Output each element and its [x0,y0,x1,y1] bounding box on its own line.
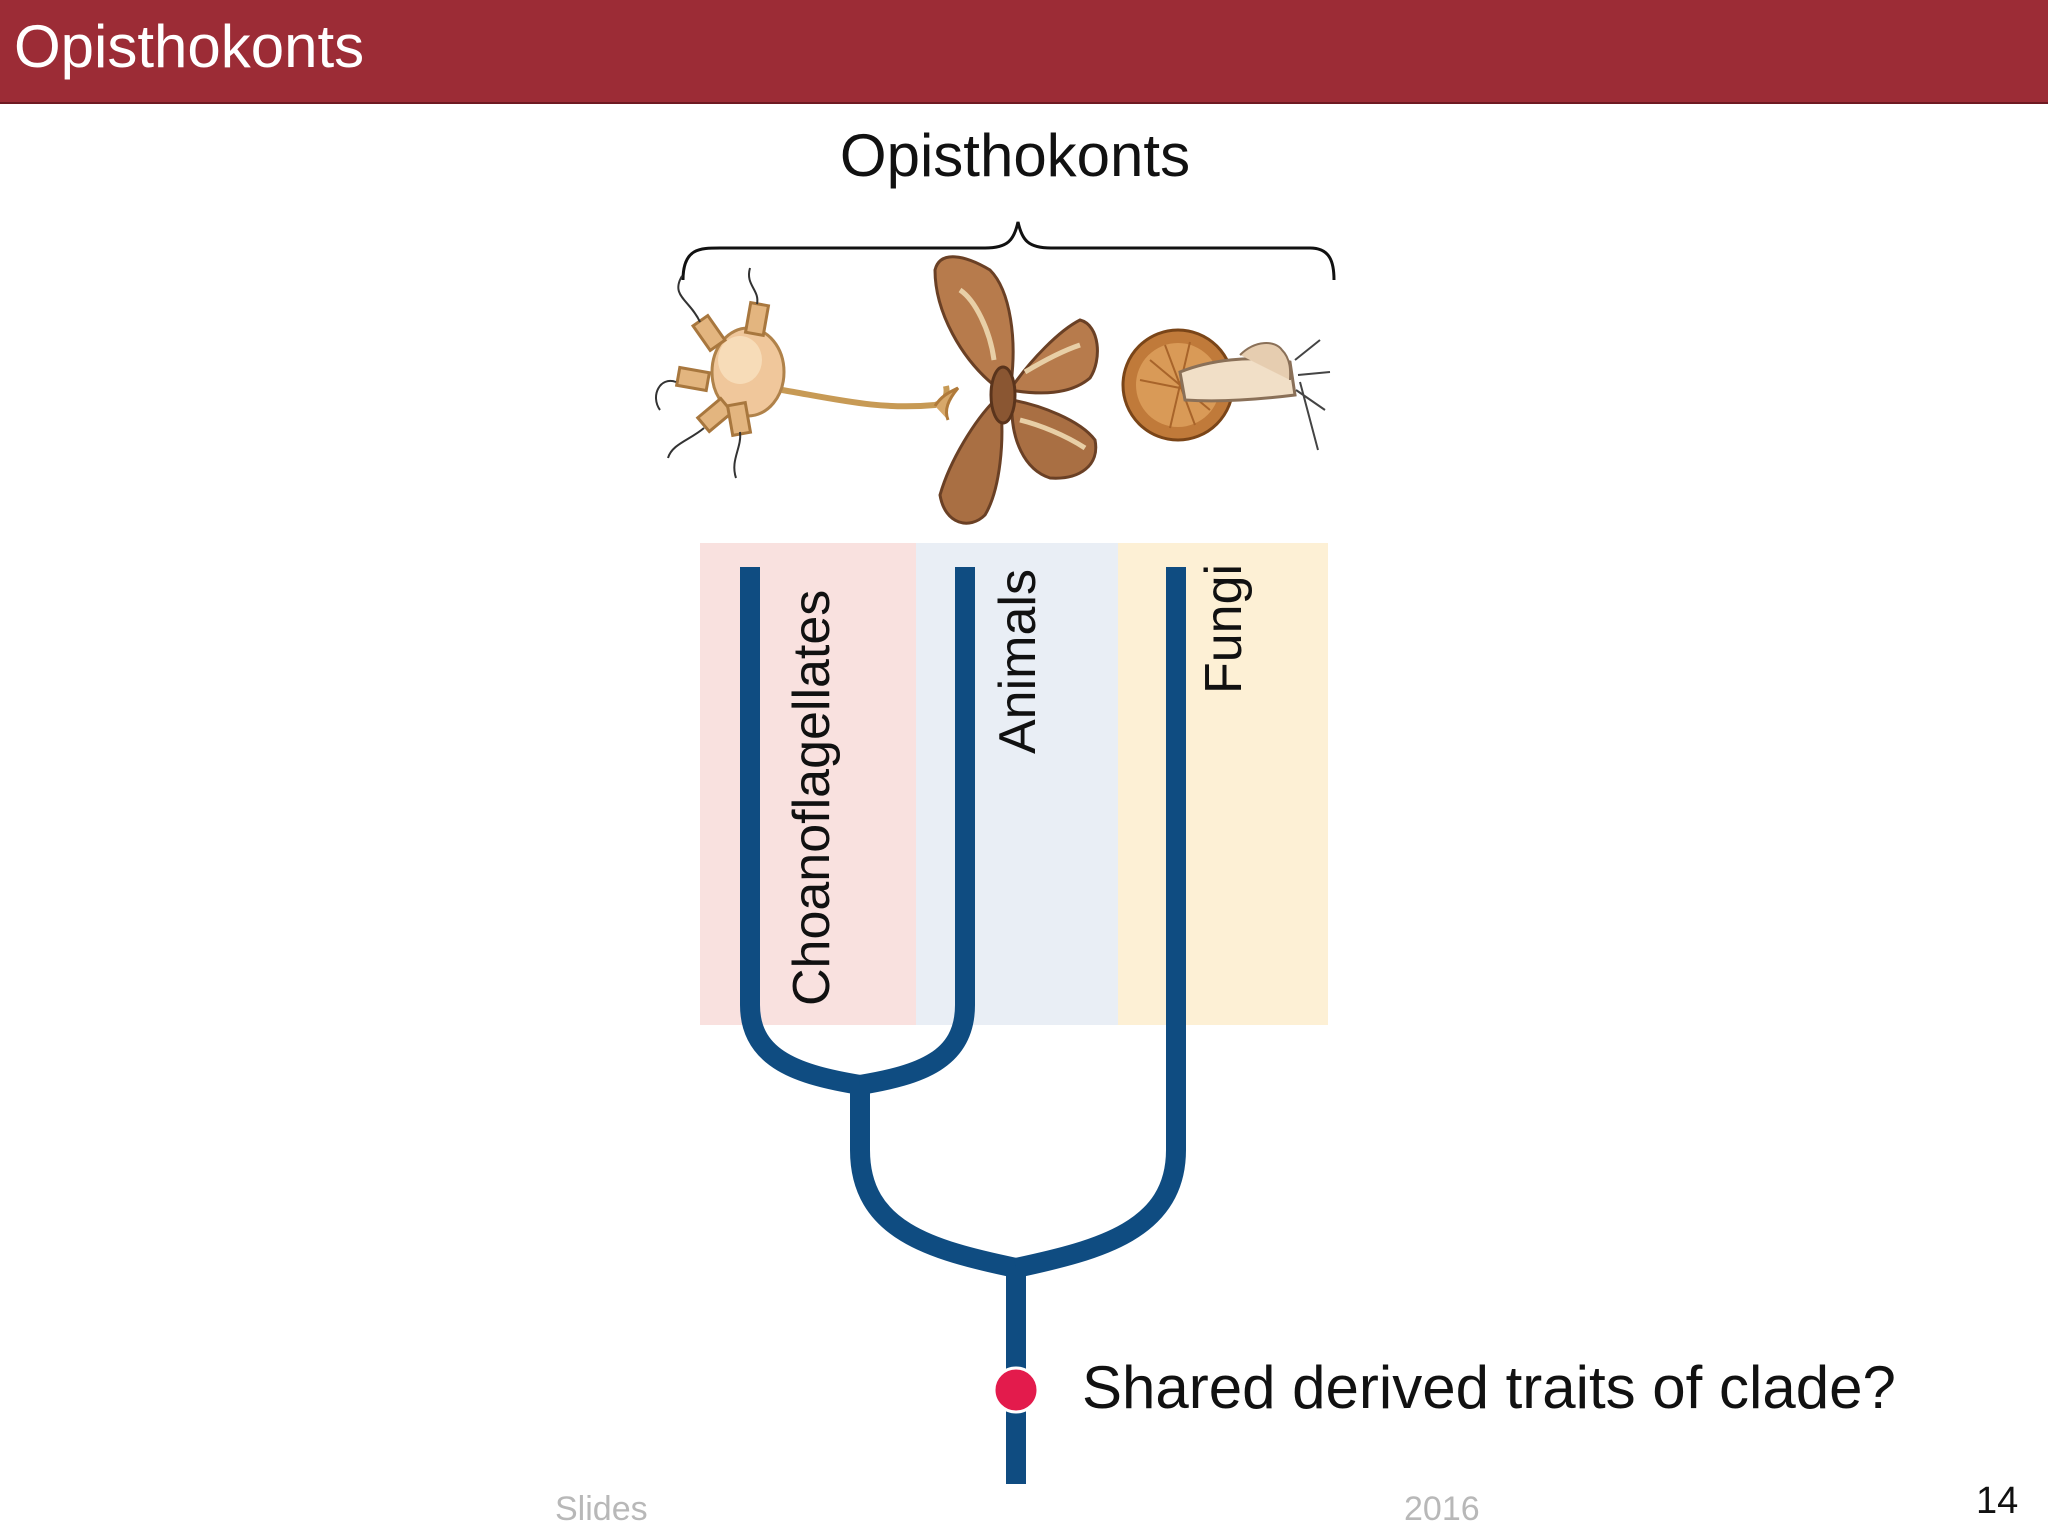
footer-right-text: 2016 [1404,1490,1480,1528]
footer-left-text: Slides [555,1490,648,1528]
clade-heading: Opisthokonts [839,122,1191,189]
band-choanoflagellates [700,543,916,1025]
slide-title: Opisthokonts [14,13,365,80]
shared-trait-marker [992,1366,1040,1414]
mushroom-illustration [1121,328,1331,451]
branch-choano-animals-stem [850,1085,1019,1278]
band-animals [916,543,1118,1025]
taxon-label-choanoflagellates: Choanoflagellates [783,589,841,1006]
band-fungi [1118,543,1328,1025]
taxon-label-fungi: Fungi [1195,563,1253,694]
taxon-label-animals: Animals [989,569,1047,754]
choanoflagellate-illustration [655,267,960,479]
branch-fungi [1013,567,1186,1278]
branch-animals [858,567,975,1095]
shared-traits-question: Shared derived traits of clade? [1082,1354,1896,1421]
title-bar: Opisthokonts [0,0,2048,104]
branch-choanoflagellates [740,567,862,1095]
clade-brace [681,221,1336,281]
moth-illustration [933,255,1099,525]
page-number: 14 [1976,1480,2019,1522]
